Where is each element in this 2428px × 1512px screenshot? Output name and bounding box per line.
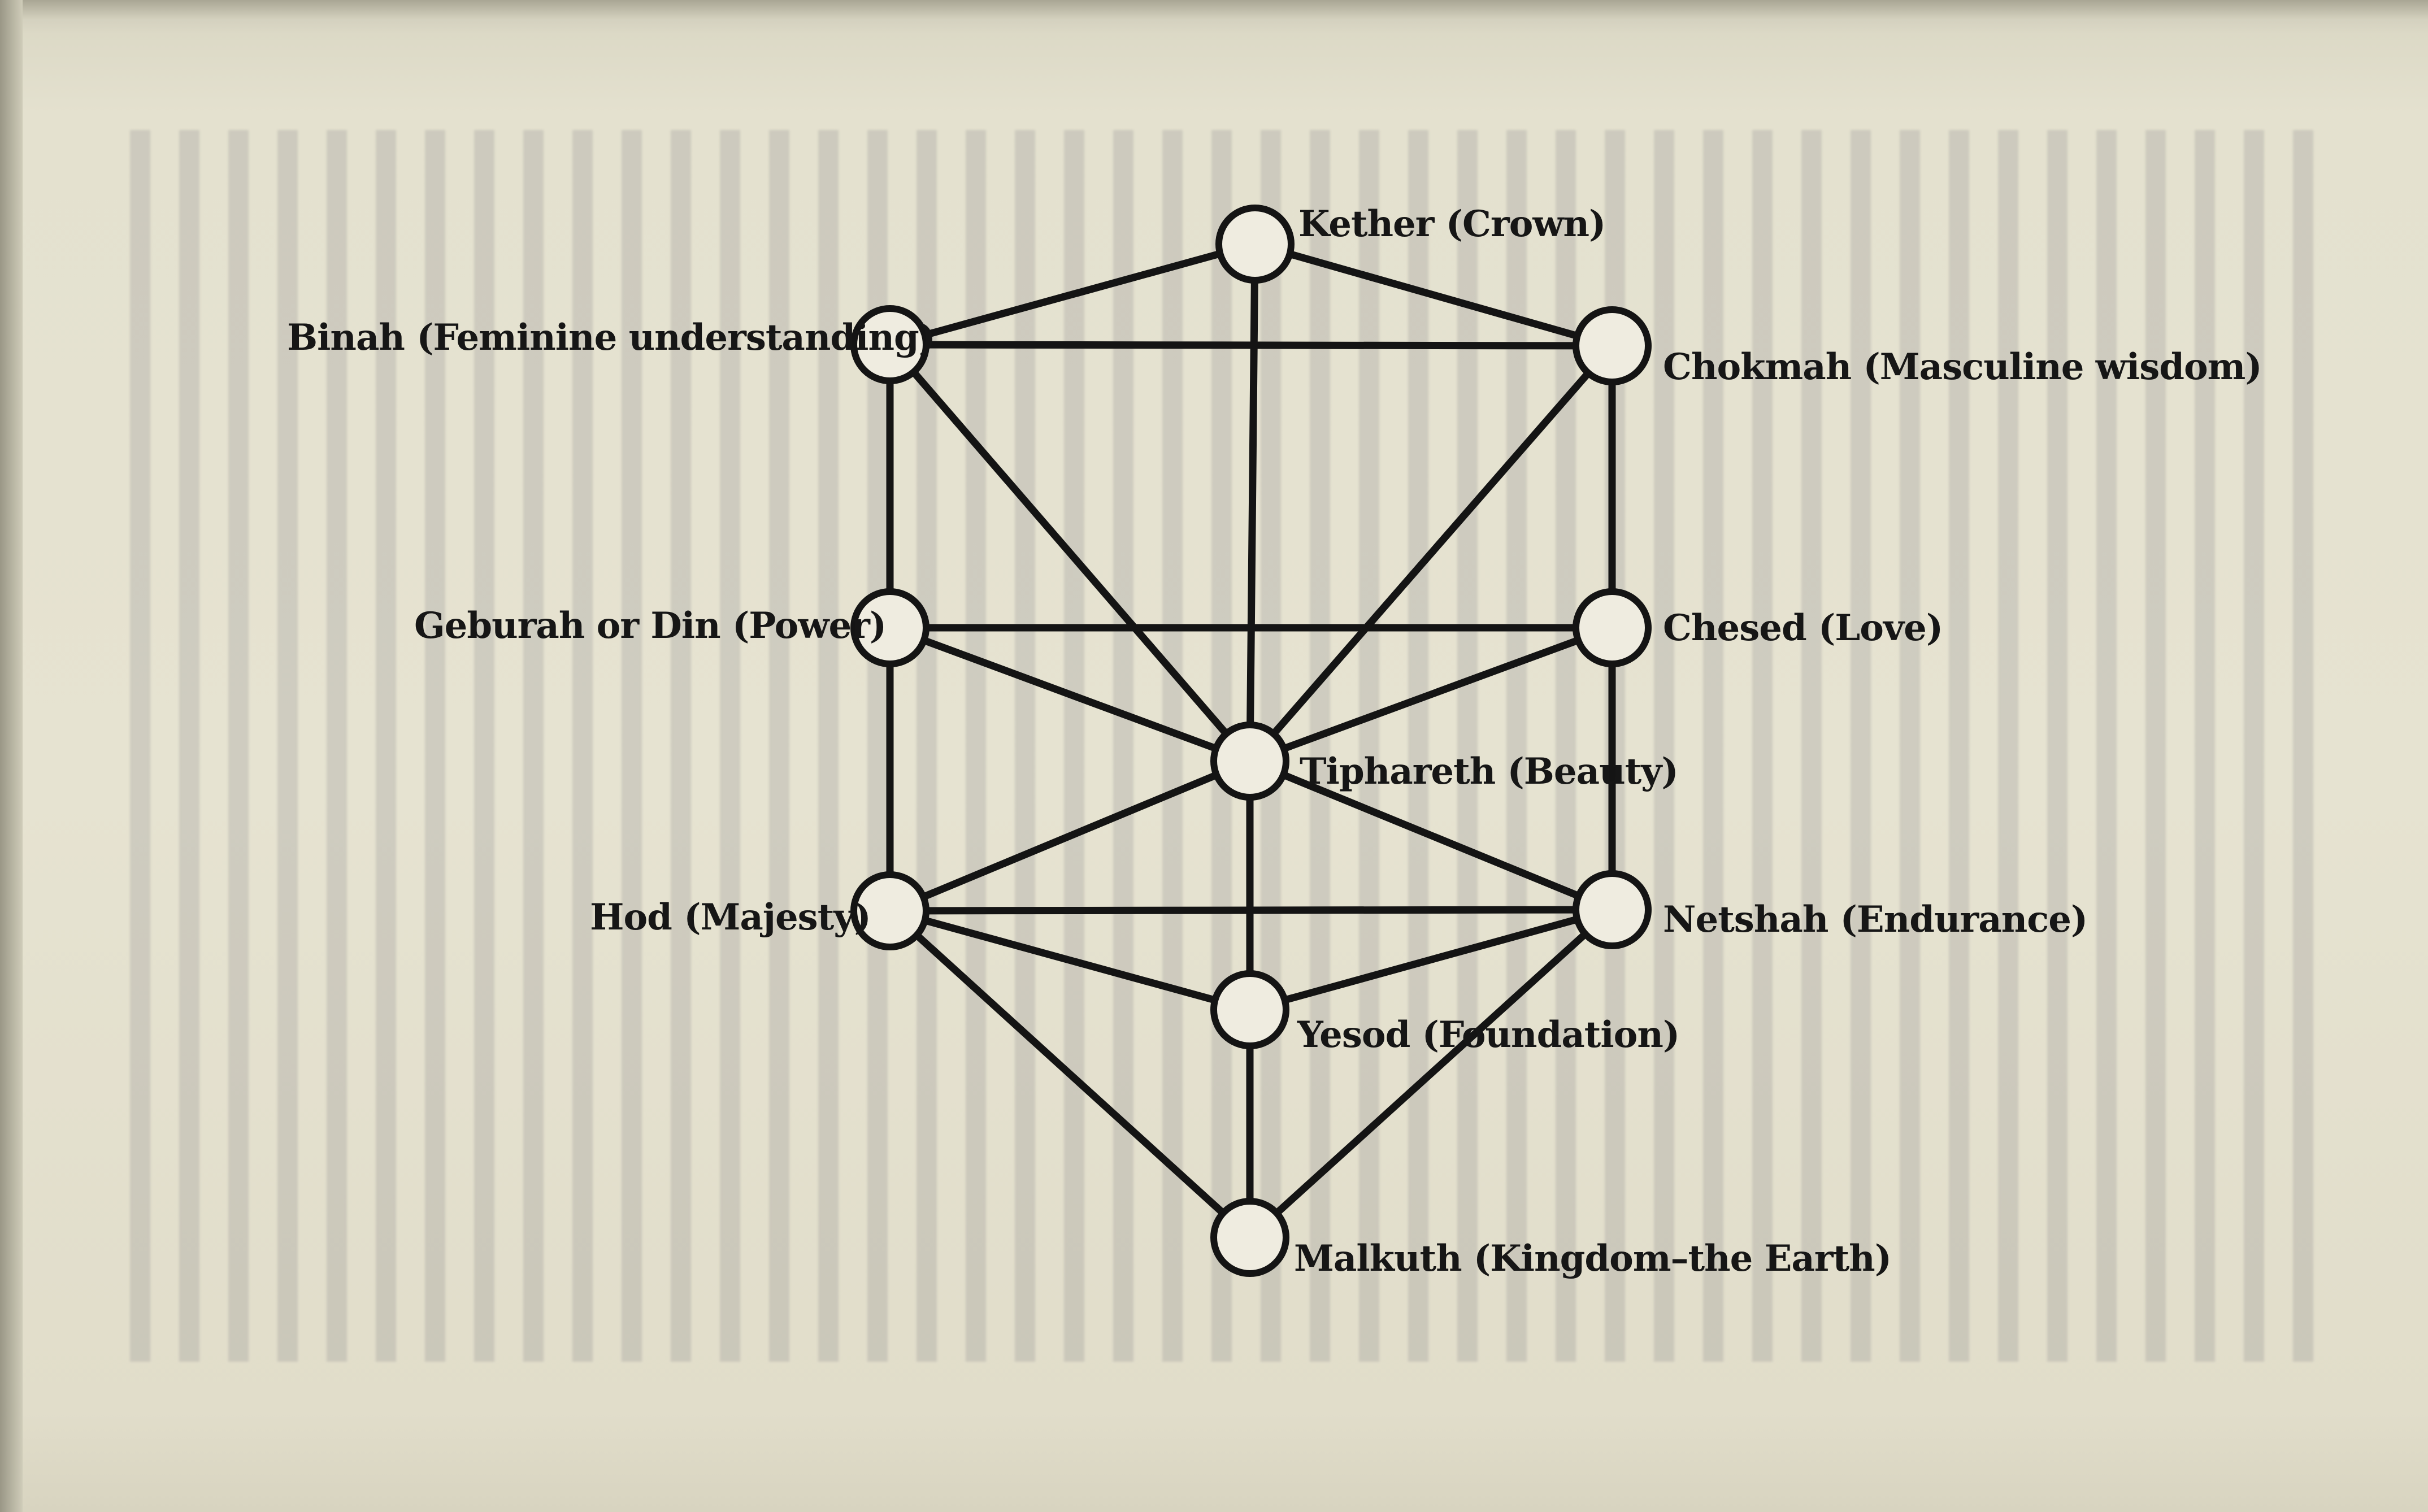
book-spine-shadow <box>0 0 23 1512</box>
edge-binah-chokmah <box>886 341 1616 350</box>
label-hod: Hod (Majesty) <box>590 896 871 939</box>
diagram-nodes <box>850 205 1652 1277</box>
diagram-edges <box>886 240 1616 1241</box>
edge-tiphareth-hod <box>886 757 1254 915</box>
edge-chokmah-tiphareth <box>1246 342 1616 765</box>
edge-netshah-yesod <box>1246 906 1616 1014</box>
label-chesed: Chesed (Love) <box>1663 607 1943 649</box>
node-geburah <box>850 588 929 667</box>
node-chesed <box>1573 588 1652 667</box>
edge-netshah-malkuth <box>1246 906 1616 1241</box>
node-tiphareth <box>1210 722 1289 801</box>
label-tiphareth: Tiphareth (Beauty) <box>1300 750 1679 793</box>
node-chokmah <box>1573 306 1652 385</box>
label-binah: Binah (Feminine understanding) <box>287 316 936 359</box>
label-chokmah: Chokmah (Masculine wisdom) <box>1663 346 2262 388</box>
label-geburah: Geburah or Din (Power) <box>414 605 887 647</box>
edge-hod-netshah <box>886 906 1616 915</box>
node-kether <box>1215 205 1295 284</box>
edge-chesed-tiphareth <box>1246 624 1616 765</box>
node-binah <box>850 305 929 384</box>
node-malkuth <box>1210 1198 1289 1277</box>
page-top-edge <box>0 0 2428 19</box>
edge-tiphareth-netshah <box>1246 757 1616 914</box>
edge-kether-chokmah <box>1251 240 1616 350</box>
edge-binah-tiphareth <box>886 341 1254 765</box>
node-netshah <box>1573 870 1652 949</box>
edge-hod-yesod <box>886 907 1254 1014</box>
edge-hod-malkuth <box>886 907 1254 1241</box>
node-hod <box>850 871 929 950</box>
edge-kether-binah <box>886 240 1259 349</box>
label-yesod: Yesod (Foundation) <box>1297 1014 1680 1056</box>
edge-kether-tiphareth <box>1246 240 1259 765</box>
label-kether: Kether (Crown) <box>1298 203 1606 245</box>
label-netshah: Netshah (Endurance) <box>1663 898 2088 941</box>
label-malkuth: Malkuth (Kingdom–the Earth) <box>1294 1237 1892 1280</box>
node-yesod <box>1210 970 1289 1049</box>
edge-geburah-tiphareth <box>886 624 1254 765</box>
